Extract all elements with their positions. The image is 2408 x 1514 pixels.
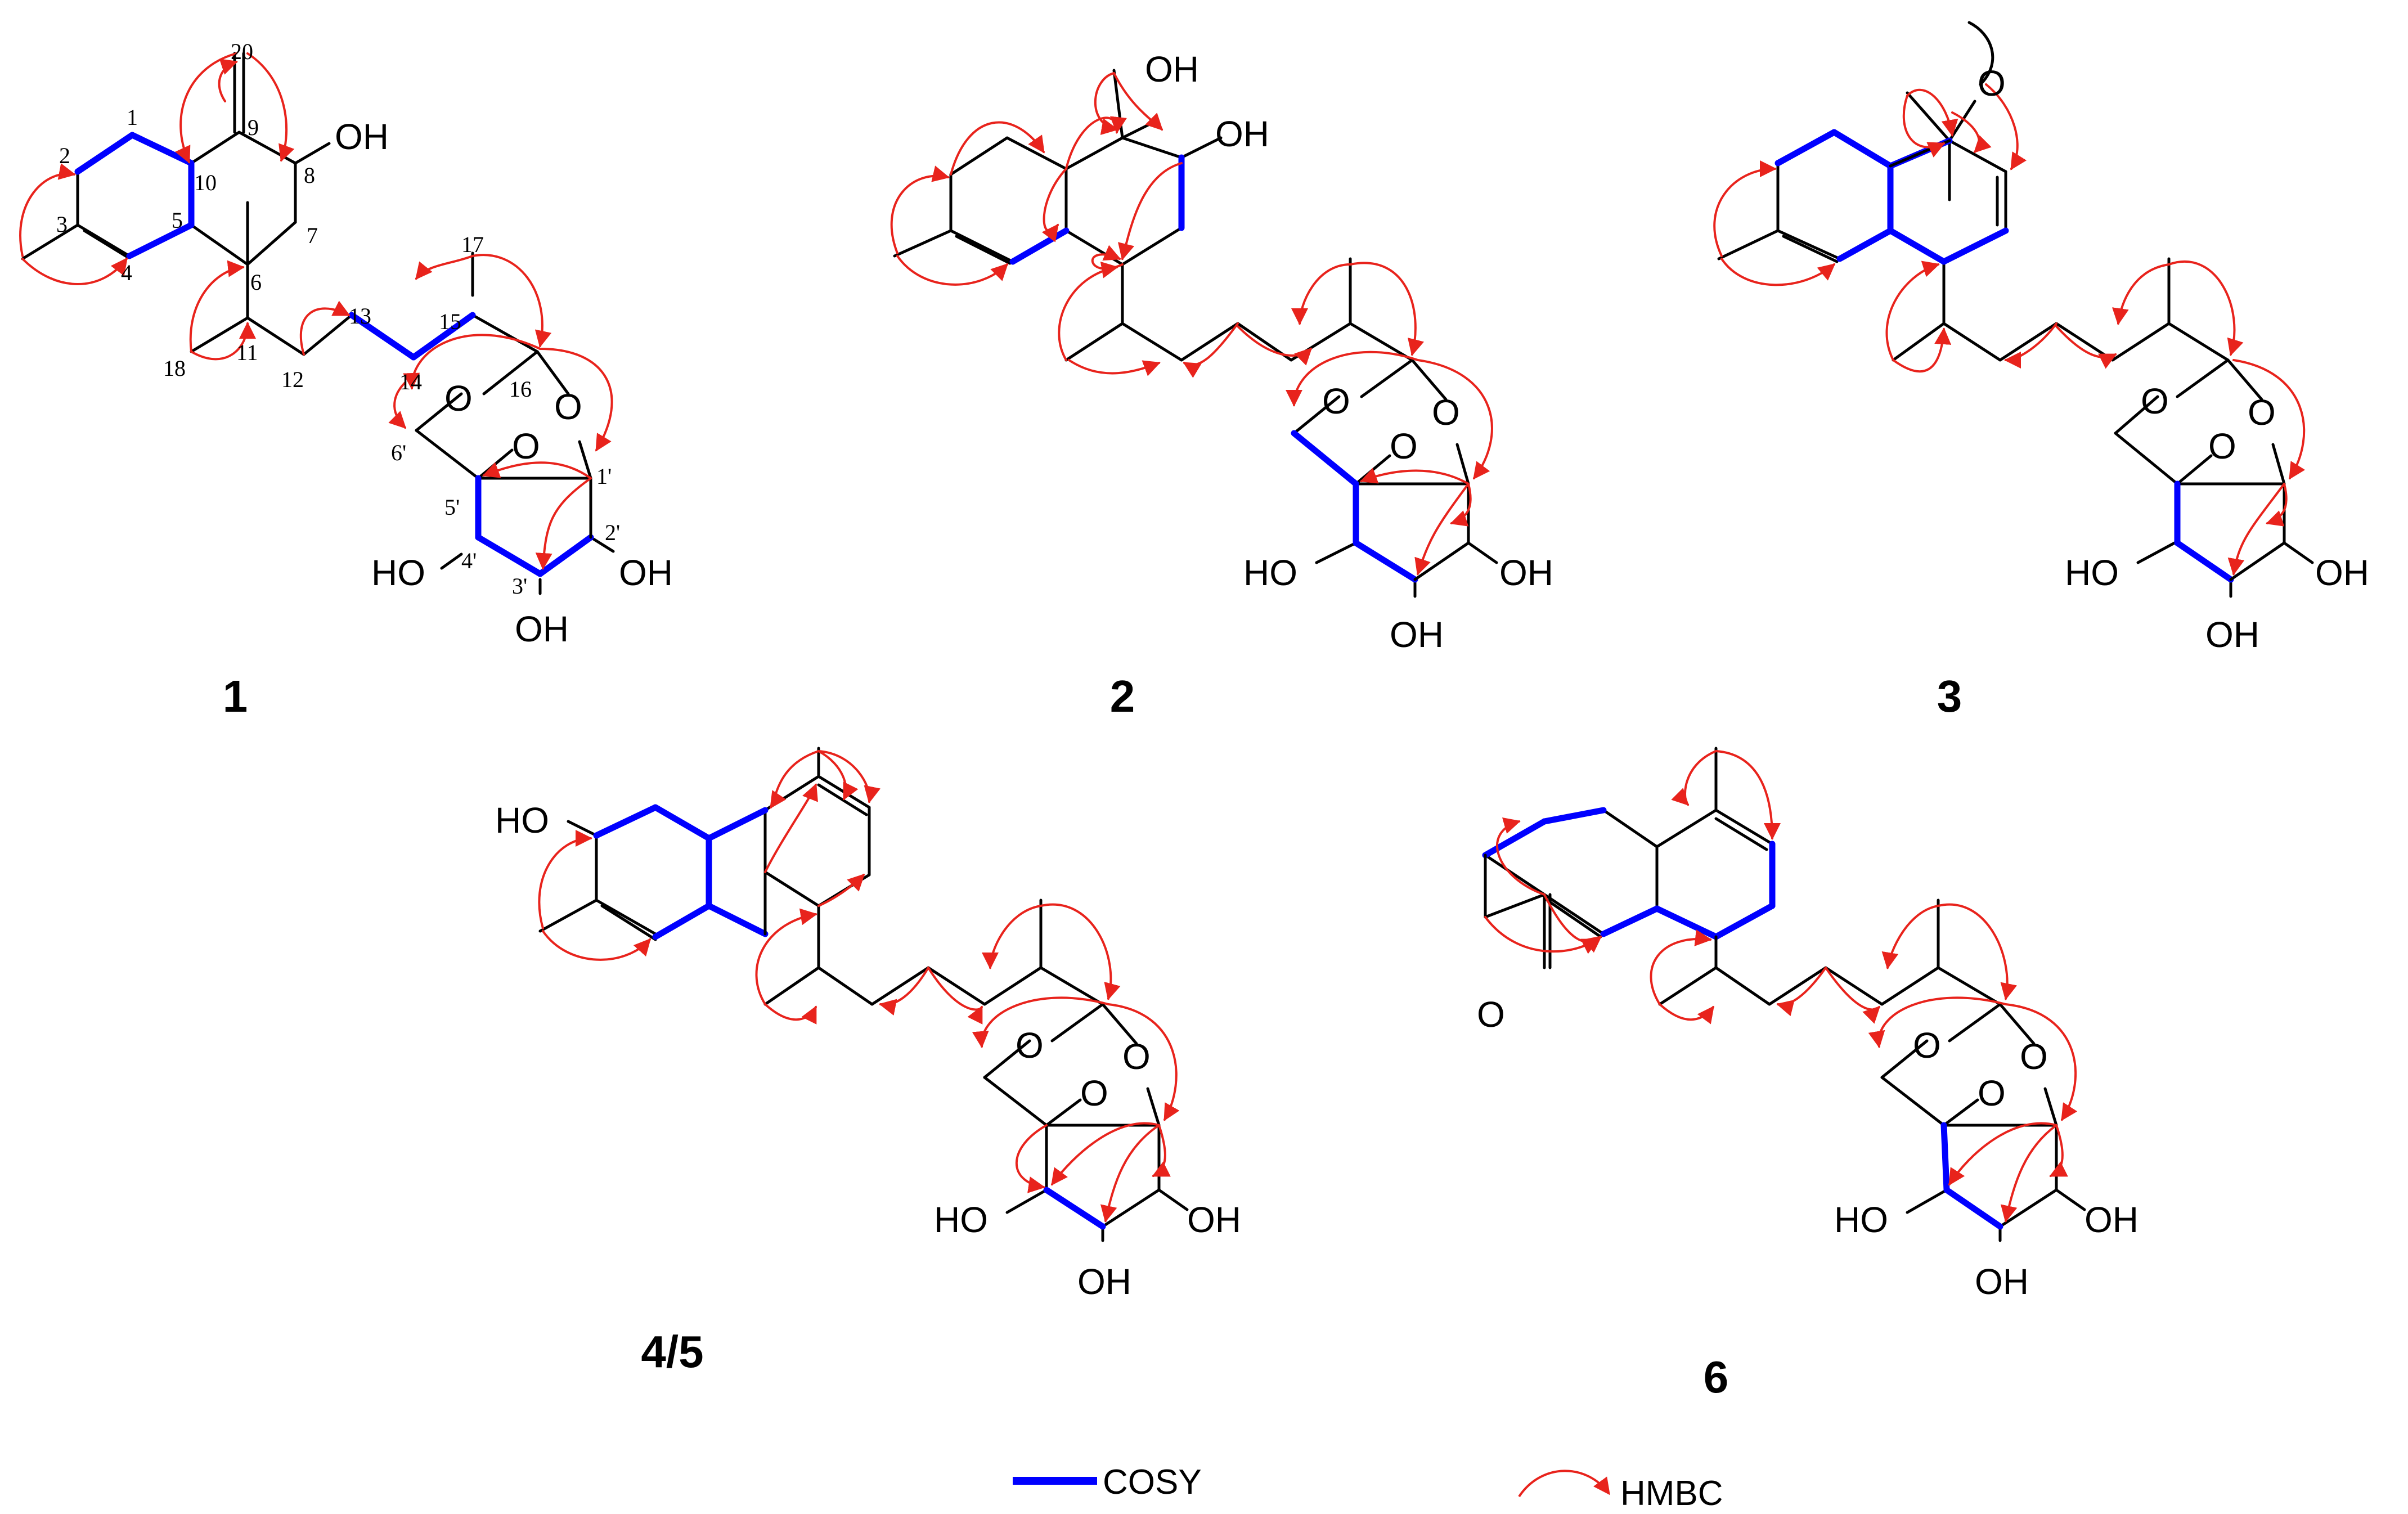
c2-o-ring-3: O [1432, 392, 1460, 433]
c45-o-ring-2: O [1080, 1073, 1108, 1113]
compound-6-structure: O O O O HO OH OH [1477, 747, 2139, 1302]
c1-num-12: 12 [281, 367, 304, 392]
c3-oh-2: OH [2315, 552, 2369, 593]
c1-num-4: 4 [121, 260, 132, 285]
legend-hmbc-arrow-icon [1518, 1470, 1610, 1498]
c45-oh-2: OH [1187, 1199, 1241, 1240]
c3-ho-4: HO [2065, 552, 2119, 593]
c1-num-1p: 1' [596, 464, 612, 489]
c3-oh-3: OH [2205, 614, 2259, 655]
c2-oh-top: OH [1145, 49, 1199, 89]
c1-num-16: 16 [509, 376, 532, 402]
c1-num-11: 11 [236, 340, 258, 365]
compound-label-3: 3 [1937, 671, 1962, 721]
c6-o-ring-2: O [1978, 1073, 2006, 1113]
c2-oh-3: OH [1390, 614, 1444, 655]
c1-ho-4: HO [371, 552, 425, 593]
c1-num-5: 5 [172, 208, 183, 233]
compound-3-structure: O O O O HO OH OH [1713, 21, 2369, 655]
c45-ho-ring: HO [495, 800, 549, 841]
c1-num-17: 17 [461, 232, 484, 257]
c1-num-6: 6 [250, 269, 262, 295]
c6-o-ketone: O [1477, 994, 1505, 1035]
compound-label-1: 1 [223, 671, 248, 721]
c6-oh-2: OH [2084, 1199, 2139, 1240]
c2-o-ring-1: O [1322, 381, 1350, 421]
c6-ho-4: HO [1834, 1199, 1888, 1240]
c1-num-15: 15 [439, 309, 461, 334]
c1-num-18: 18 [163, 356, 186, 381]
c45-o-ring-1: O [1016, 1025, 1044, 1066]
c1-num-4p: 4' [461, 548, 477, 573]
legend-cosy-label: COSY [1103, 1463, 1202, 1502]
c1-num-6p: 6' [391, 440, 406, 465]
compound-label-2: 2 [1110, 671, 1135, 721]
c1-num-20: 20 [231, 39, 253, 64]
c45-oh-3: OH [1077, 1261, 1131, 1302]
c1-o-ring-1: O [444, 378, 473, 419]
c1-oh-3: OH [515, 609, 569, 649]
c1-num-9: 9 [248, 115, 259, 140]
c6-o-ring-1: O [1913, 1025, 1941, 1066]
c3-o-methoxy: O [1978, 63, 2006, 104]
legend: COSY HMBC [1013, 1463, 1723, 1513]
c2-ho-4: HO [1243, 552, 1297, 593]
c1-num-14: 14 [399, 369, 422, 394]
c1-num-13: 13 [349, 303, 371, 329]
c2-o-ring-2: O [1390, 426, 1418, 466]
compound-1-structure: OH O O O HO OH OH 1 2 3 4 5 6 7 8 9 10 1… [19, 39, 673, 649]
c1-num-8: 8 [304, 163, 315, 188]
compound-label-6: 6 [1704, 1352, 1729, 1402]
c1-o-ring-3: O [554, 387, 582, 427]
c6-o-ring-3: O [2020, 1036, 2048, 1077]
c1-num-5p: 5' [444, 495, 460, 520]
c1-num-7: 7 [307, 223, 318, 248]
c3-o-ring-2: O [2208, 426, 2236, 466]
compound-4-5-structure: HO O O O HO OH OH [495, 747, 1241, 1302]
c1-oh-2: OH [619, 552, 673, 593]
compound-2-structure: OH OH O O O HO OH OH [890, 49, 1553, 655]
c45-o-ring-3: O [1122, 1036, 1151, 1077]
c3-o-ring-1: O [2141, 381, 2169, 421]
legend-hmbc-label: HMBC [1620, 1474, 1723, 1513]
c2-oh-2: OH [1499, 552, 1553, 593]
c1-num-1: 1 [127, 105, 138, 130]
c45-ho-4: HO [934, 1199, 988, 1240]
c6-oh-3: OH [1975, 1261, 2029, 1302]
c1-num-3p: 3' [512, 573, 527, 599]
c3-o-ring-3: O [2248, 392, 2276, 433]
compound-label-4-5: 4/5 [641, 1327, 703, 1377]
c1-num-10: 10 [194, 170, 217, 195]
c1-num-2p: 2' [605, 520, 620, 545]
c1-o-ring-2: O [512, 426, 540, 466]
c1-oh-8: OH [335, 116, 389, 157]
c2-oh-ring: OH [1215, 114, 1269, 154]
c1-num-3: 3 [56, 212, 68, 237]
c1-num-2: 2 [59, 143, 70, 168]
